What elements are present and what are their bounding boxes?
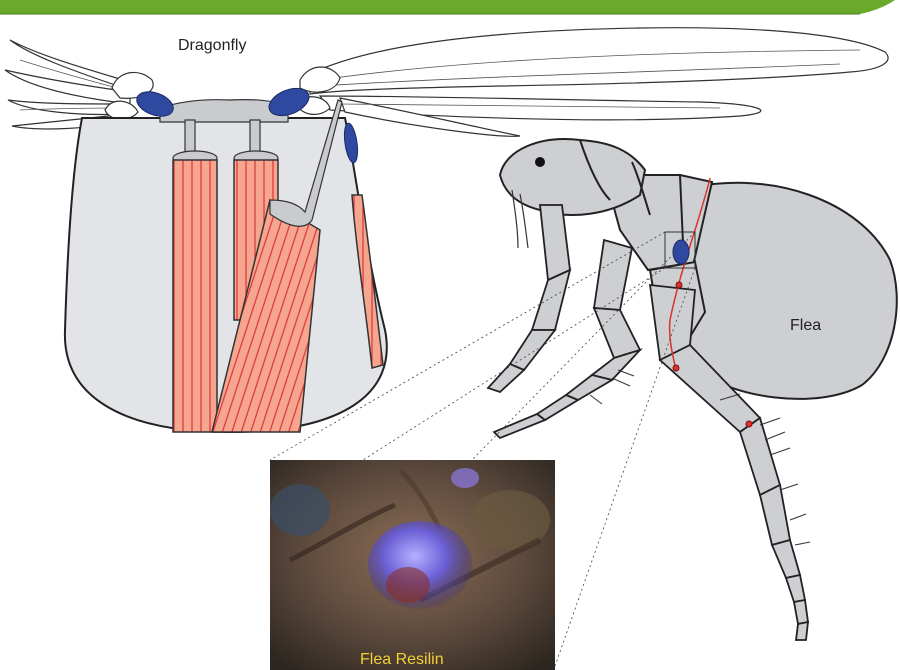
photo-caption: Flea Resilin <box>360 651 444 668</box>
dragonfly-label: Dragonfly <box>178 37 246 54</box>
header-banner <box>0 0 895 14</box>
flea-eye <box>535 157 545 167</box>
resilin-micrograph: Flea Resilin <box>270 460 555 670</box>
flea-label: Flea <box>790 317 821 334</box>
flea-resilin-pad <box>673 240 689 264</box>
flea-abdomen <box>683 183 897 399</box>
